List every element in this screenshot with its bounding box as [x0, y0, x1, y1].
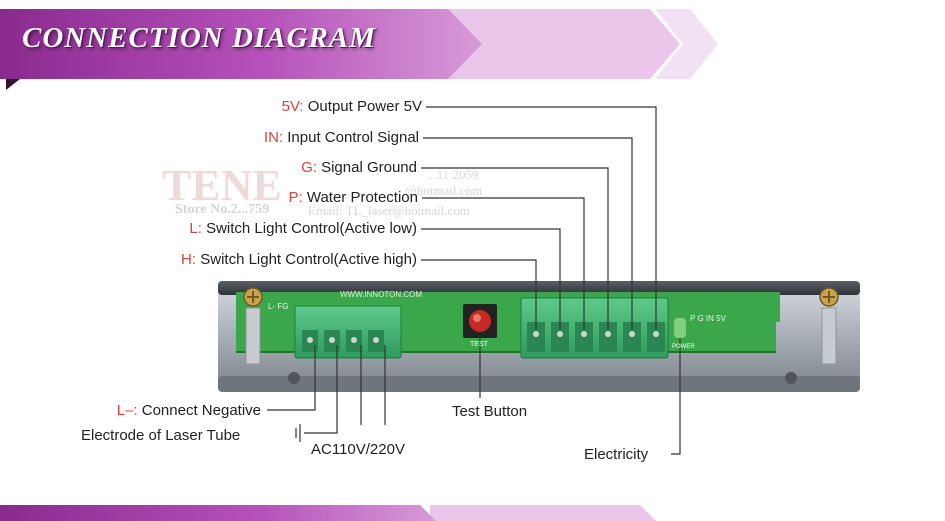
silk-g: G	[697, 314, 704, 323]
watermark-number: ...11 2059	[427, 167, 479, 182]
silk-fg: FG	[277, 302, 289, 311]
label-h: H: Switch Light Control(Active high)	[181, 251, 417, 268]
silk-p: P	[690, 314, 696, 323]
test-button	[463, 304, 497, 338]
board-silk-left: L- FG	[268, 302, 288, 311]
label-in: IN: Input Control Signal	[263, 129, 419, 146]
label-laser-negative-line2: Electrode of Laser Tube	[81, 427, 241, 444]
terminal-block-signal	[520, 297, 669, 359]
watermark-email-a: ...@hotmail.com	[395, 183, 483, 198]
watermark-email-b: Email: TL_laser@hotmail.com	[308, 203, 470, 218]
label-p: P: Water Protection	[288, 189, 418, 206]
page-title: CONNECTION DIAGRAM	[22, 22, 376, 54]
housing-hole-left	[288, 372, 300, 384]
label-ac-power: AC110V/220V	[311, 441, 405, 458]
led-silk-label: POWER	[672, 344, 695, 350]
housing-hole-right	[785, 372, 797, 384]
label-laser-negative: L–: Connect Negative	[116, 402, 261, 419]
board-silk-right: P G IN 5V	[690, 314, 726, 323]
silk-5v: 5V	[716, 314, 726, 323]
power-led	[674, 318, 686, 338]
button-silk-label: TEST	[470, 341, 488, 348]
label-test-button: Test Button	[452, 403, 528, 420]
label-5v: 5V: Output Power 5V	[281, 98, 422, 115]
leader-lines	[267, 106, 681, 455]
silk-lminus: L-	[268, 302, 276, 311]
silk-in: IN	[705, 314, 714, 323]
label-l: L: Switch Light Control(Active low)	[189, 220, 417, 237]
watermark-store: Store No.2...759	[175, 202, 270, 217]
board-url-silkscreen: WWW.INNOTON.COM	[340, 290, 423, 299]
label-electricity: Electricity	[584, 446, 649, 463]
screw-left	[243, 287, 263, 365]
header-banner	[0, 9, 718, 90]
watermark-brand: TENE	[162, 161, 282, 210]
terminal-block-power	[294, 305, 402, 359]
footer-banner	[0, 505, 656, 521]
label-g: G: Signal Ground	[301, 159, 417, 176]
screw-right	[819, 287, 839, 365]
